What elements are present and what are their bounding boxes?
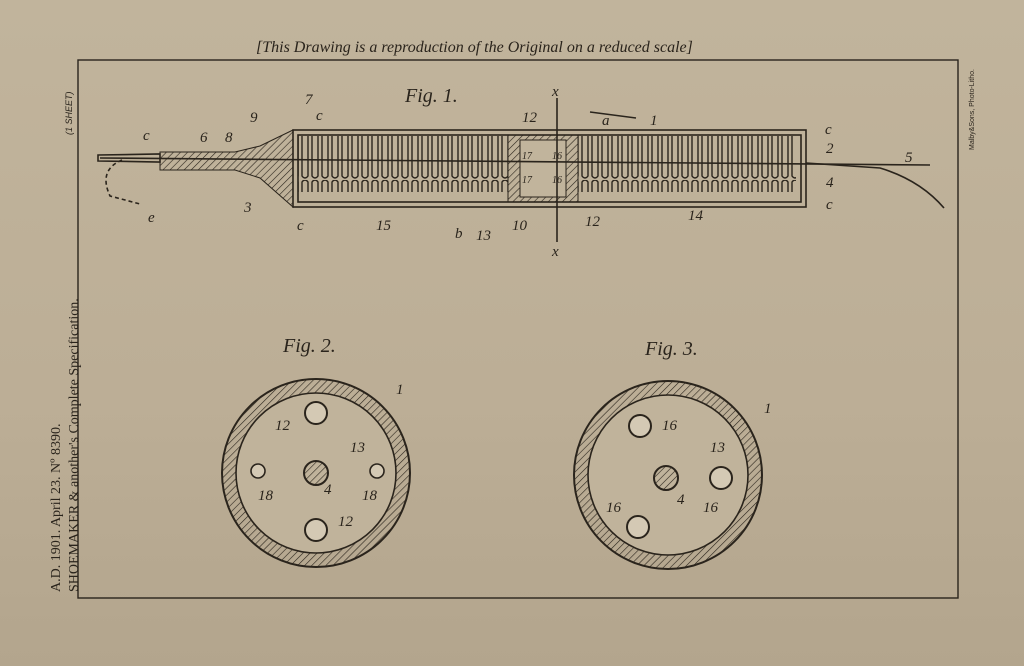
spring-left [298,136,508,192]
fig1-label: 8 [225,130,233,146]
fig2-label: 1 [396,382,404,398]
fig3-title: Fig. 3. [644,338,698,360]
fig2-label: 12 [275,418,291,434]
drawing-border [77,59,959,599]
arrow-line [589,111,637,119]
fig1-label: c [297,218,304,234]
fig1-label: 14 [688,208,704,224]
fig1-label: c [143,128,150,144]
fig1-label: c [825,122,832,138]
header-caption: [This Drawing is a reproduction of the O… [256,39,693,56]
fig1-label: 3 [243,200,252,216]
fig1-label: 17 [522,151,533,162]
screw-head [369,463,385,479]
figure-1: Fig. 1. c 6 8 9 7 c 12 a 1 c 2 5 4 c 14 [97,84,945,260]
fig3-label: 16 [662,418,678,434]
fig1-label: 4 [826,175,834,191]
dashed-hook [105,159,141,205]
fig1-label: e [148,210,155,226]
contact-ball [626,515,650,539]
fig1-label: 16 [552,151,562,162]
figure-3: Fig. 3. 16 1 13 4 16 16 [573,338,772,570]
contact-ball [628,414,652,438]
fig1-label: 2 [826,141,834,157]
fig1-label: c [826,197,833,213]
sheet-count: (1 SHEET) [64,91,74,135]
fig3-label: 16 [703,500,719,516]
margin-line2: SHOEMAKER & another's Complete Specifica… [67,298,82,592]
fig3-label: 1 [764,401,772,417]
fig2-label: 13 [350,440,365,456]
fig1-label: a [602,113,610,129]
fig1-label: x [551,84,559,100]
fig2-label: 18 [362,488,378,504]
fig3-label: 13 [710,440,725,456]
center-block-window [519,139,567,198]
contact-ball [304,401,328,425]
fig1-title: Fig. 1. [404,85,458,107]
fig2-label: 12 [338,514,354,530]
screw-head [250,463,266,479]
fig1-label: 16 [552,175,562,186]
fig2-label: 4 [324,482,332,498]
fig1-label: b [455,226,463,242]
fig1-label: 15 [376,218,392,234]
fig3-label: 16 [606,500,622,516]
fig1-label: 12 [522,110,538,126]
fig1-label: x [551,244,559,260]
wire [805,162,945,209]
nozzle-cap [159,129,294,209]
contact-ball [304,518,328,542]
fig1-label: 5 [905,150,913,166]
fig1-label: 10 [512,218,528,234]
nozzle-tip [97,153,161,163]
fig1-label: c [316,108,323,124]
fig2-title: Fig. 2. [282,335,336,357]
fig1-label: 6 [200,130,208,146]
fig3-label: 4 [677,492,685,508]
fig1-label: 9 [250,110,258,126]
fig1-label: 1 [650,113,658,129]
fig1-label: 17 [522,175,533,186]
margin-line1: A.D. 1901. April 23. Nº 8390. [49,424,64,592]
contact-ball [709,466,733,490]
figure-2: Fig. 2. 1 12 13 18 4 18 12 [221,335,411,568]
center-rod-section [303,460,329,486]
fig1-label: 7 [305,92,314,108]
fig2-label: 18 [258,488,274,504]
fig1-label: 12 [585,214,601,230]
center-rod-section [653,465,679,491]
fig1-label: 13 [476,228,491,244]
printer-credit: Malby&Sons, Photo-Litho. [969,69,976,150]
